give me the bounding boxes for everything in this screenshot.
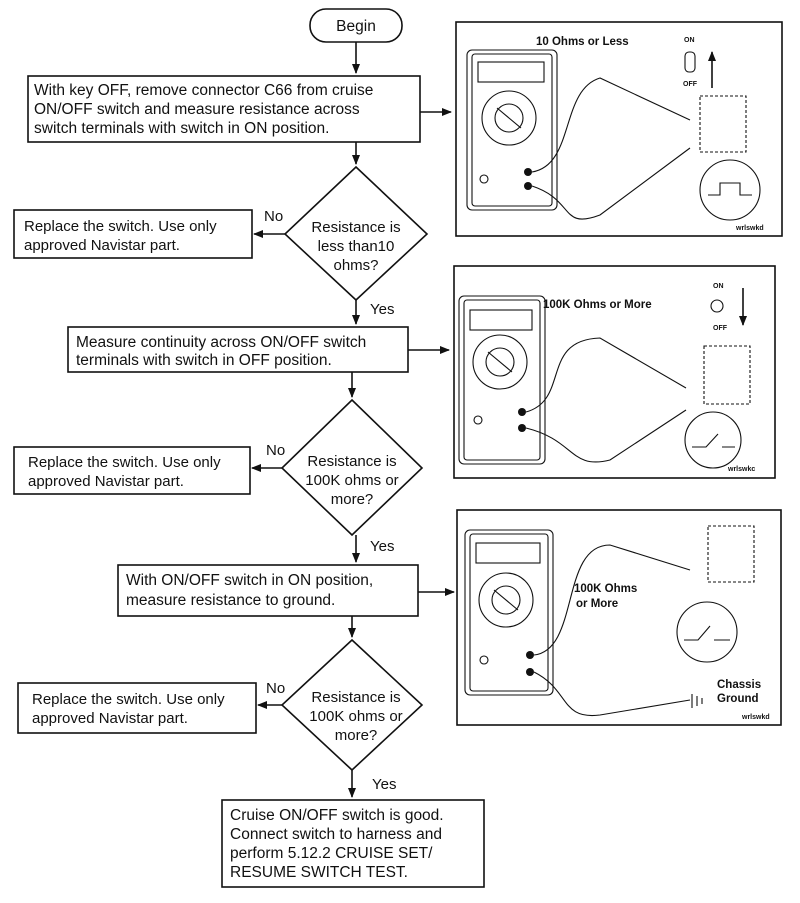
fig2-switch-symbol xyxy=(684,411,742,469)
replace2-line-1: Replace the switch. Use only xyxy=(28,454,221,471)
decision1-line-1: Resistance is xyxy=(311,219,400,236)
d1-no-label: No xyxy=(264,208,283,225)
final-box xyxy=(221,799,485,888)
replace1-line-1: Replace the switch. Use only xyxy=(24,218,217,235)
figure-2: 100K Ohms or More ON OFF wrlswkc xyxy=(453,265,776,479)
fig1-lead-red xyxy=(531,77,691,173)
replace2-box xyxy=(13,446,251,495)
fig1-reading: 10 Ohms or Less xyxy=(536,36,629,48)
d3-no-label: No xyxy=(266,680,285,697)
chassis-ground-icon xyxy=(691,694,703,708)
d2-no-label: No xyxy=(266,442,285,459)
decision2-diamond xyxy=(280,398,424,537)
replace1-line-2: approved Navistar part. xyxy=(24,237,180,254)
d1-yes-label: Yes xyxy=(370,301,394,318)
figure-2-frame xyxy=(453,265,776,479)
fig3-id: wrlswkd xyxy=(741,714,770,721)
fig3-ground-line-2: Ground xyxy=(717,693,759,705)
fig3-switch-symbol xyxy=(676,601,738,663)
fig2-lead-red xyxy=(525,337,687,413)
final-line-1: Cruise ON/OFF switch is good. xyxy=(230,807,444,824)
step1-line-1: With key OFF, remove connector C66 from … xyxy=(34,82,373,99)
fig2-toggle-icon xyxy=(710,299,724,313)
d2-yes-label: Yes xyxy=(370,538,394,555)
fig2-id: wrlswkc xyxy=(727,466,755,473)
fig1-lead-black xyxy=(531,147,691,220)
step2-box xyxy=(67,326,409,373)
figure-3: 100K Ohms or More Chassis Ground wrlswkd xyxy=(456,509,782,726)
step3-box xyxy=(117,564,419,617)
fig2-lead-black xyxy=(525,409,687,463)
final-line-4: RESUME SWITCH TEST. xyxy=(230,864,408,881)
fig3-reading-line-1: 100K Ohms xyxy=(574,583,637,595)
replace2-line-2: approved Navistar part. xyxy=(28,473,184,490)
replace3-box xyxy=(17,682,257,734)
fig2-off-label: OFF xyxy=(713,325,728,332)
step2-line-2: terminals with switch in OFF position. xyxy=(76,352,332,369)
final-line-3: perform 5.12.2 CRUISE SET/ xyxy=(230,845,433,862)
replace1-box xyxy=(13,209,253,259)
fig1-off-label: OFF xyxy=(683,81,698,88)
decision3-line-2: 100K ohms or xyxy=(309,708,402,725)
fig1-id: wrlswkd xyxy=(735,225,764,232)
step2-line-1: Measure continuity across ON/OFF switch xyxy=(76,334,366,351)
step3-line-1: With ON/OFF switch in ON position, xyxy=(126,572,373,589)
fig3-reading-line-2: or More xyxy=(576,598,618,610)
fig2-reading: 100K Ohms or More xyxy=(543,299,652,311)
multimeter-3 xyxy=(464,529,554,696)
fig1-toggle-icon xyxy=(684,51,696,73)
step1-box xyxy=(27,75,421,143)
decision2-line-1: Resistance is xyxy=(307,453,396,470)
decision2-line-2: 100K ohms or xyxy=(305,472,398,489)
fig2-on-label: ON xyxy=(713,283,724,290)
fig3-switch-body xyxy=(707,525,755,583)
figure-1: 10 Ohms or Less ON OFF wrlswkd xyxy=(455,21,783,237)
decision1-line-2: less than10 xyxy=(318,238,395,255)
final-line-2: Connect switch to harness and xyxy=(230,826,442,843)
d3-yes-label: Yes xyxy=(372,776,396,793)
replace3-line-1: Replace the switch. Use only xyxy=(32,691,225,708)
multimeter-1 xyxy=(466,49,558,211)
decision2-line-3: more? xyxy=(331,491,374,508)
fig3-lead-black xyxy=(533,671,691,717)
step1-line-3: switch terminals with switch in ON posit… xyxy=(34,120,329,137)
fig1-switch-body xyxy=(699,95,747,153)
decision3-line-1: Resistance is xyxy=(311,689,400,706)
decision3-line-3: more? xyxy=(335,727,378,744)
figure-3-frame xyxy=(456,509,782,726)
begin-label: Begin xyxy=(336,18,376,35)
multimeter-2 xyxy=(458,295,546,465)
decision1-line-3: ohms? xyxy=(333,257,378,274)
fig2-switch-body xyxy=(703,345,751,405)
fig1-on-label: ON xyxy=(684,37,695,44)
fig1-switch-symbol xyxy=(699,159,761,221)
fig3-lead-red xyxy=(533,544,691,656)
fig3-ground-line-1: Chassis xyxy=(717,679,761,691)
replace3-line-2: approved Navistar part. xyxy=(32,710,188,727)
step1-line-2: ON/OFF switch and measure resistance acr… xyxy=(34,101,360,118)
step3-line-2: measure resistance to ground. xyxy=(126,592,335,609)
